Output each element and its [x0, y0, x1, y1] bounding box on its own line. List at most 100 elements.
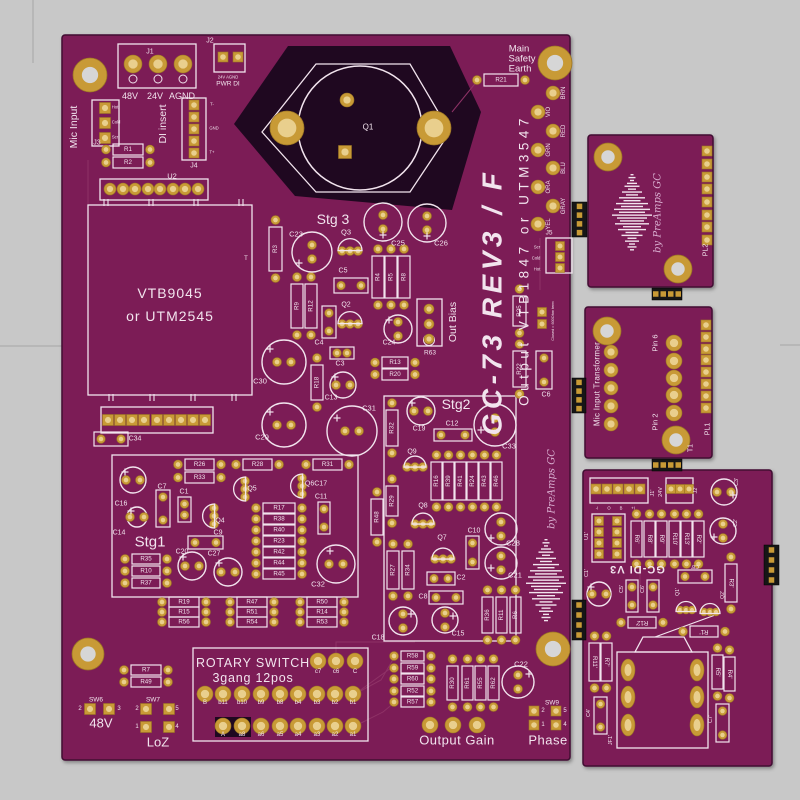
resistor-label-R20: R20: [389, 371, 401, 378]
pad-hole: [165, 667, 171, 673]
pad-hole: [191, 138, 197, 144]
resistor-label-R38: R38: [273, 516, 285, 523]
trace: [354, 655, 396, 695]
pad-hole: [128, 59, 138, 69]
pad-hole: [425, 720, 435, 730]
cap-C27: [213, 557, 243, 587]
pad-hole: [147, 160, 153, 165]
waveform-bar: [627, 237, 637, 239]
waveform-bar: [630, 174, 634, 176]
connector-pin: [576, 379, 582, 386]
resistor-label-R10': R10': [671, 533, 678, 546]
label-c32: C32: [311, 580, 325, 589]
label-pl1: PL1: [705, 423, 712, 436]
resistor-R20: [381, 368, 409, 381]
pad-hole: [615, 486, 621, 492]
resistor-label-R26: R26: [194, 461, 206, 468]
pad-hole: [629, 584, 635, 590]
label-red: RED: [561, 124, 567, 137]
resistor-R56: [168, 616, 200, 628]
waveform-bar: [530, 570, 562, 572]
resistor-label-R25: R25: [516, 305, 523, 317]
resistor-R52: [400, 685, 425, 697]
resistor-R26: [184, 458, 215, 471]
pad-hole: [522, 77, 528, 83]
label-u1-: U1': [584, 532, 590, 540]
pad-hole: [704, 148, 710, 154]
label-j2-: J2': [693, 487, 699, 494]
resistor-label-R29: R29: [389, 495, 396, 507]
label--i: +I: [631, 506, 635, 511]
pad-hole: [624, 719, 632, 731]
pad-hole: [342, 428, 348, 434]
pad-hole: [131, 185, 139, 193]
connector-pin: [668, 462, 674, 468]
connector-pin: [576, 388, 582, 394]
pad-hole: [389, 476, 395, 482]
resistor-R46: [490, 461, 503, 501]
waveform-bar: [621, 234, 643, 237]
label-q4: Q4: [215, 518, 224, 525]
waveform-bar: [623, 200, 641, 202]
waveform-bar: [627, 182, 637, 185]
resistor-label-R50: R50: [316, 599, 328, 606]
resistor-R10: [131, 565, 161, 577]
j5-outline: [545, 237, 573, 274]
waveform-bar: [535, 573, 557, 575]
resistor-R13: [381, 356, 409, 369]
pad-hole: [693, 691, 701, 703]
pad-hole: [350, 656, 360, 666]
waveform-bar: [621, 205, 643, 208]
transistor-Q3: [337, 237, 363, 252]
label-c5-: C5': [619, 585, 625, 593]
label-gnd: GND: [209, 126, 218, 131]
resistor-label-R24: R24: [469, 475, 476, 487]
pad-hole: [669, 408, 679, 418]
connector-pin: [675, 291, 681, 297]
resistor-label-R8': R8': [646, 534, 653, 543]
label-grn: GRN: [546, 143, 552, 156]
label-a6: a6: [258, 732, 265, 738]
pad-hole: [253, 571, 259, 577]
cap-C33: [473, 403, 517, 447]
rotary-outline: [192, 647, 369, 742]
resistor-R11: [495, 596, 508, 634]
label-a3: a3: [314, 732, 321, 738]
connector-pin: [576, 212, 583, 218]
resistor-R36: [481, 596, 494, 634]
label-ora: ORA: [546, 180, 552, 193]
label-c15: C15: [452, 631, 465, 638]
pad-hole: [118, 436, 124, 442]
connector-pin: [576, 221, 583, 227]
resistor-R2: [112, 156, 144, 169]
pad-hole: [498, 519, 504, 525]
label-c1-: C1': [584, 569, 590, 577]
resistor-label-R62: R62: [490, 677, 497, 689]
label-earth: Earth: [509, 64, 532, 75]
waveform-bar: [534, 588, 558, 591]
pad-hole: [142, 723, 150, 731]
pad-hole: [142, 705, 150, 713]
pad-hole: [607, 420, 615, 428]
label-c2: C2: [457, 575, 466, 582]
pad-hole: [703, 369, 709, 375]
resistor-R40: [262, 524, 296, 536]
resistor-R42: [262, 546, 296, 558]
waveform-bar: [542, 542, 550, 544]
label-24v: 24V: [147, 91, 163, 101]
pad-hole: [517, 341, 522, 347]
pad-hole: [704, 186, 710, 192]
resistor-label-R5': R5': [714, 667, 721, 676]
pad-hole: [715, 645, 720, 651]
waveform-bar: [539, 610, 553, 612]
resistor-R6': [630, 520, 643, 558]
label-c20: C20: [176, 549, 189, 556]
waveform-bar: [533, 579, 559, 581]
pad-hole: [458, 504, 463, 510]
label-c4-: C4': [586, 709, 592, 717]
label-pwr-di: PWR DI: [216, 81, 240, 88]
label-b2: b2: [332, 700, 339, 706]
pad-hole: [293, 721, 303, 731]
pad-hole: [482, 452, 487, 458]
pad-hole: [703, 405, 709, 411]
